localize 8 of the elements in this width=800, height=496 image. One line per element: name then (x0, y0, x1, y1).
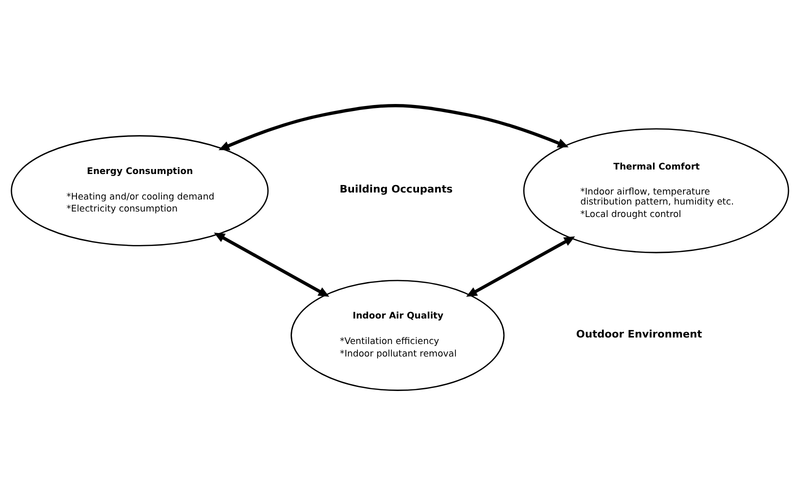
label: Outdoor Environment (576, 328, 702, 340)
node-ellipse: Energy Consumption *Heating and/or cooling demand *Electricity consumption (10, 135, 269, 246)
label: Building Occupants (340, 184, 453, 196)
arrow (214, 232, 330, 297)
node-ellipse: Thermal Comfort *Indoor airflow, temperature distribution pattern, humidity etc. *Local drought control (523, 128, 790, 254)
arrow (466, 236, 576, 297)
node-ellipse: Indoor Air Quality *Ventilation efficiency *Indoor pollutant removal (290, 280, 505, 391)
arrow (218, 104, 569, 150)
